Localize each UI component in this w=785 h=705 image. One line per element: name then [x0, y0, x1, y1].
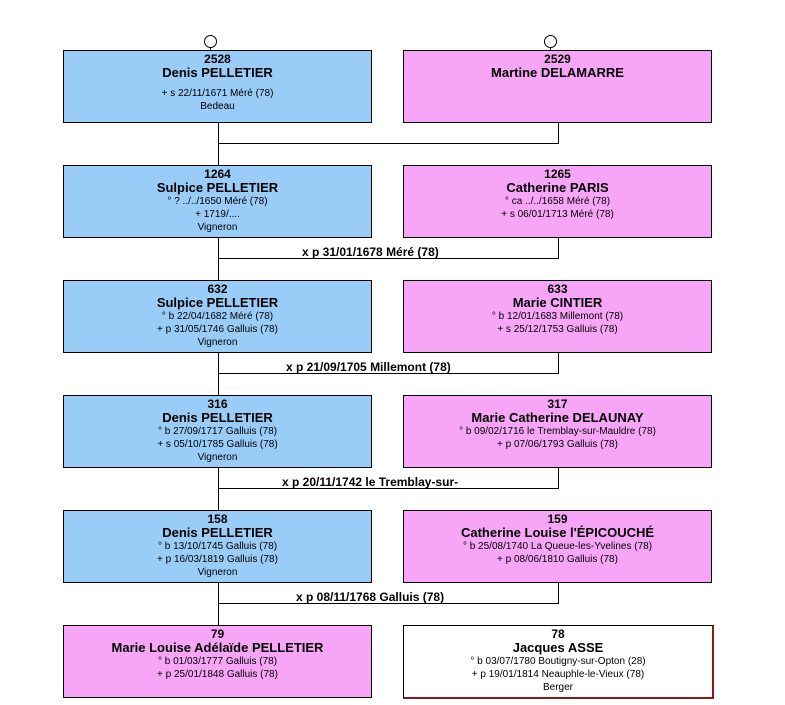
sosa-number: 317: [547, 397, 568, 411]
death-event: + p 19/01/1814 Neauphle-le-Vieux (78): [471, 669, 645, 680]
birth-event: ° b 22/04/1682 Méré (78): [161, 311, 274, 322]
death-event: + s 25/12/1753 Galluis (78): [497, 324, 618, 335]
birth-event: ° b 25/08/1740 La Queue-les-Yvelines (78…: [462, 541, 653, 552]
person-name: Martine DELAMARRE: [491, 65, 624, 80]
person-card-316[interactable]: 316 Denis PELLETIER ° b 27/09/1717 Gallu…: [63, 395, 372, 468]
person-card-159[interactable]: 159 Catherine Louise l'ÉPICOUCHÉ ° b 25/…: [403, 510, 712, 583]
person-card-78[interactable]: 78 Jacques ASSE ° b 03/07/1780 Boutigny-…: [403, 625, 714, 699]
person-card-632[interactable]: 632 Sulpice PELLETIER ° b 22/04/1682 Mér…: [63, 280, 372, 353]
marriage-label: x p 08/11/1768 Galluis (78): [296, 590, 445, 604]
connector: [218, 488, 559, 489]
connector: [210, 47, 211, 50]
person-name: Jacques ASSE: [512, 640, 604, 655]
death-event: + p 25/01/1848 Galluis (78): [157, 669, 278, 680]
death-event: + p 31/05/1746 Galluis (78): [157, 324, 278, 335]
connector: [558, 237, 559, 259]
connector: [218, 258, 559, 259]
birth-event: ° b 03/07/1780 Boutigny-sur-Opton (28): [470, 656, 646, 667]
person-card-2528[interactable]: 2528 Denis PELLETIER + s 22/11/1671 Méré…: [63, 50, 372, 123]
person-name: Catherine PARIS: [506, 180, 609, 195]
occupation: Bedeau: [200, 101, 235, 112]
death-event: + p 07/06/1793 Galluis (78): [497, 439, 618, 450]
sosa-number: 1265: [544, 167, 571, 181]
occupation: Vigneron: [197, 337, 238, 348]
person-name: Sulpice PELLETIER: [156, 180, 279, 195]
marriage-label: x p 20/11/1742 le Tremblay-sur-: [282, 475, 459, 489]
death-event: + s 06/01/1713 Méré (78): [501, 209, 614, 220]
person-name: Marie Louise Adélaïde PELLETIER: [111, 640, 324, 655]
person-card-158[interactable]: 158 Denis PELLETIER ° b 13/10/1745 Gallu…: [63, 510, 372, 583]
connector: [218, 603, 559, 604]
marriage-label: x p 31/01/1678 Méré (78): [302, 245, 439, 259]
birth-event: ° b 13/10/1745 Galluis (78): [157, 541, 278, 552]
occupation: Vigneron: [197, 222, 238, 233]
sosa-number: 158: [207, 512, 228, 526]
person-name: Denis PELLETIER: [162, 410, 273, 425]
person-name: Sulpice PELLETIER: [156, 295, 279, 310]
person-name: Marie CINTIER: [512, 295, 603, 310]
person-card-79[interactable]: 79 Marie Louise Adélaïde PELLETIER ° b 0…: [63, 625, 372, 698]
person-card-633[interactable]: 633 Marie CINTIER ° b 12/01/1683 Millemo…: [403, 280, 712, 353]
occupation: Berger: [542, 682, 573, 693]
connector: [558, 467, 559, 489]
person-name: Catherine Louise l'ÉPICOUCHÉ: [460, 525, 655, 540]
birth-event: ° b 12/01/1683 Millemont (78): [491, 311, 624, 322]
birth-event: ° b 01/03/1777 Galluis (78): [157, 656, 278, 667]
sosa-number: 2529: [544, 52, 571, 66]
connector: [558, 122, 559, 144]
occupation: Vigneron: [197, 452, 238, 463]
death-event: + s 22/11/1671 Méré (78): [161, 88, 274, 99]
sosa-number: 1264: [204, 167, 231, 181]
person-card-1265[interactable]: 1265 Catherine PARIS ° ca ../../1658 Mér…: [403, 165, 712, 238]
sosa-number: 632: [207, 282, 228, 296]
birth-event: ° b 27/09/1717 Galluis (78): [157, 426, 278, 437]
occupation: Vigneron: [197, 567, 238, 578]
death-event: + 1719/....: [195, 209, 240, 220]
connector: [558, 352, 559, 374]
sosa-number: 633: [547, 282, 568, 296]
person-name: Marie Catherine DELAUNAY: [471, 410, 644, 425]
birth-event: ° ? ../../1650 Méré (78): [167, 196, 268, 207]
connector: [218, 143, 559, 144]
birth-event: ° ca ../../1658 Méré (78): [504, 196, 611, 207]
connector: [218, 373, 559, 374]
marriage-label: x p 21/09/1705 Millemont (78): [286, 360, 451, 374]
connector: [550, 47, 551, 50]
sosa-number: 78: [551, 627, 565, 641]
sosa-number: 159: [547, 512, 568, 526]
birth-event: ° b 09/02/1716 le Tremblay-sur-Mauldre (…: [459, 426, 656, 437]
person-card-317[interactable]: 317 Marie Catherine DELAUNAY ° b 09/02/1…: [403, 395, 712, 468]
sosa-number: 316: [207, 397, 228, 411]
sosa-number: 2528: [204, 52, 231, 66]
connector: [558, 582, 559, 604]
person-name: Denis PELLETIER: [162, 525, 273, 540]
death-event: + s 05/10/1785 Galluis (78): [157, 439, 278, 450]
person-name: Denis PELLETIER: [162, 65, 273, 80]
person-card-2529[interactable]: 2529 Martine DELAMARRE: [403, 50, 712, 123]
person-card-1264[interactable]: 1264 Sulpice PELLETIER ° ? ../../1650 Mé…: [63, 165, 372, 238]
death-event: + p 16/03/1819 Galluis (78): [157, 554, 278, 565]
death-event: + p 08/06/1810 Galluis (78): [497, 554, 618, 565]
sosa-number: 79: [210, 627, 225, 641]
